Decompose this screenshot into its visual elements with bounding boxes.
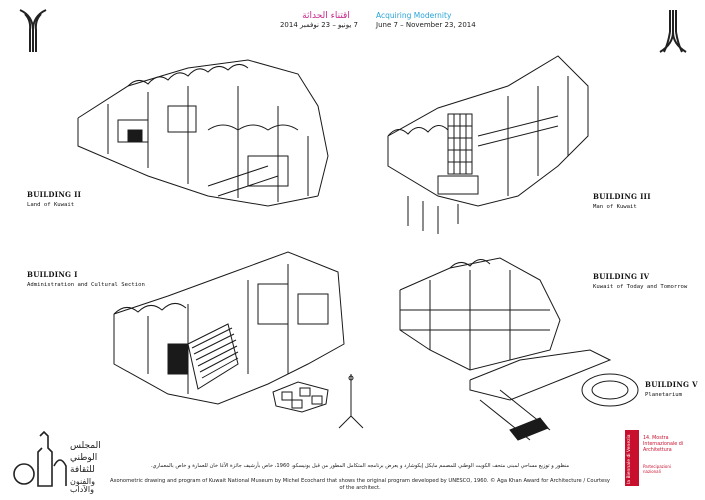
kuwait-pavilion-logo-left [18,8,48,54]
building-3-label: BUILDING III Man of Kuwait [593,192,651,210]
building-5-subtitle: Planetarium [645,392,683,398]
building-2-subtitle: Land of Kuwait [27,202,75,208]
national-council-logo: المجلس الوطني للثقافة والفنون والآداب [13,426,101,494]
english-dates: June 7 – November 23, 2014 [376,21,476,29]
building-2-axonometric [68,46,348,216]
building-4-label: BUILDING IV Kuwait of Today and Tomorrow [593,272,687,290]
svg-text:للثقافة: للثقافة [70,465,95,475]
building-3-axonometric [378,46,598,236]
building-2-title: BUILDING II [27,190,82,199]
kuwait-pavilion-logo-right [658,8,688,54]
building-4-subtitle: Kuwait of Today and Tomorrow [593,284,688,290]
building-1-label: BUILDING I Administration and Cultural S… [27,270,145,288]
svg-text:المجلس: المجلس [70,441,101,451]
site-plan [268,378,338,416]
building-1-title: BUILDING I [27,270,78,279]
svg-text:والفنون: والفنون [70,477,95,486]
north-arrow-icon [336,372,366,434]
biennale-logo-bar: la Biennale di Venezia [625,430,639,486]
building-1-axonometric [108,244,353,414]
building-4-title: BUILDING IV [593,272,650,281]
biennale-logo: la Biennale di Venezia 14. Mostra Intern… [625,430,687,486]
english-caption: Axonometric drawing and program of Kuwai… [110,478,610,491]
building-5-label: BUILDING V Planetarium [645,380,698,398]
svg-text:والآداب: والآداب [70,484,94,494]
arabic-dates: 7 يونيو – 23 نوفمبر 2014 [279,21,358,29]
building-5-title: BUILDING V [645,380,698,389]
biennale-vertical-text: la Biennale di Venezia [627,434,632,484]
arabic-title: اقتناء الحداثة [302,11,350,21]
english-title: Acquiring Modernity [376,11,452,20]
arabic-caption: منظور و توزيع مساحي لمبنى متحف الكويت ال… [150,463,570,469]
building-2-label: BUILDING II Land of Kuwait [27,190,81,208]
biennale-logo-subtext: Partecipazioni nazionali [643,464,671,474]
building-4-axonometric [390,250,639,450]
svg-text:الوطني: الوطني [70,453,97,463]
biennale-logo-text: 14. Mostra Internazionale di Architettur… [643,436,684,453]
building-3-title: BUILDING III [593,192,651,201]
building-1-subtitle: Administration and Cultural Section [27,282,145,288]
building-3-subtitle: Man of Kuwait [593,204,637,210]
